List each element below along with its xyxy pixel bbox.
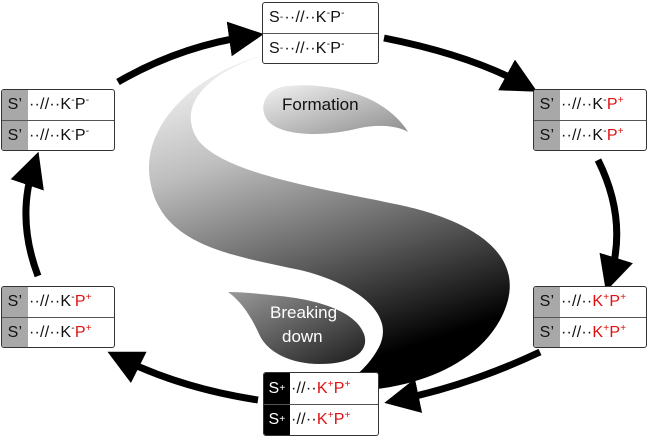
node-head: S- [269,39,284,57]
node-head: S+ [264,405,290,435]
arrow-left-bottom-to-left-top [10,151,44,278]
node-right-top: S’ ··//··K-P+ S’ ··//··K-P+ [533,89,647,151]
node-left-bottom-row-2: S’ ··//··K-P+ [2,317,114,347]
node-head: S’ [2,90,28,120]
arrow-bottom-to-left-bottom [107,351,259,404]
arrow-top-to-right-top [383,34,538,92]
node-head: S- [269,9,284,26]
node-head: S’ [534,121,560,150]
node-left-top: S’ ··//··K-P- S’ ··//··K-P- [1,89,115,151]
node-head: S+ [264,373,290,404]
node-head: S’ [2,318,28,347]
formation-droplet [263,85,408,134]
down-label: down [282,327,323,346]
node-right-bottom: S’ ··//··K+P+ S’ ··//··K+P+ [533,286,647,348]
node-left-bottom: S’ ··//··K-P+ S’ ··//··K-P+ [1,286,115,348]
formation-label: Formation [282,95,359,114]
node-top: S- ··//··K-P- S- ··//··K-P- [262,2,379,64]
node-head: S’ [534,287,560,317]
node-bottom-row-1: S+ ·//··K+P+ [264,373,378,404]
node-right-top-row-2: S’ ··//··K-P+ [534,120,646,150]
arrow-left-top-to-top [116,21,264,86]
node-head: S’ [2,121,28,150]
node-top-row-1: S- ··//··K-P- [263,3,378,33]
node-head: S’ [534,318,560,347]
node-right-bottom-row-1: S’ ··//··K+P+ [534,287,646,317]
node-left-top-row-2: S’ ··//··K-P- [2,120,114,150]
node-top-row-2: S- ··//··K-P- [263,33,378,63]
breaking-label: Breaking [270,303,338,322]
yin-yang-s-shape [148,56,510,391]
node-right-bottom-row-2: S’ ··//··K+P+ [534,317,646,347]
arrow-right-bottom-to-bottom [384,348,542,413]
arrow-right-top-to-right-bottom [594,158,633,292]
node-head: S’ [2,287,28,317]
breaking-down-droplet [228,292,366,364]
node-left-top-row-1: S’ ··//··K-P- [2,90,114,120]
node-bottom: S+ ·//··K+P+ S+ ·//··K+P+ [263,372,379,436]
node-right-top-row-1: S’ ··//··K-P+ [534,90,646,120]
node-left-bottom-row-1: S’ ··//··K-P+ [2,287,114,317]
node-head: S’ [534,90,560,120]
node-bottom-row-2: S+ ·//··K+P+ [264,404,378,435]
